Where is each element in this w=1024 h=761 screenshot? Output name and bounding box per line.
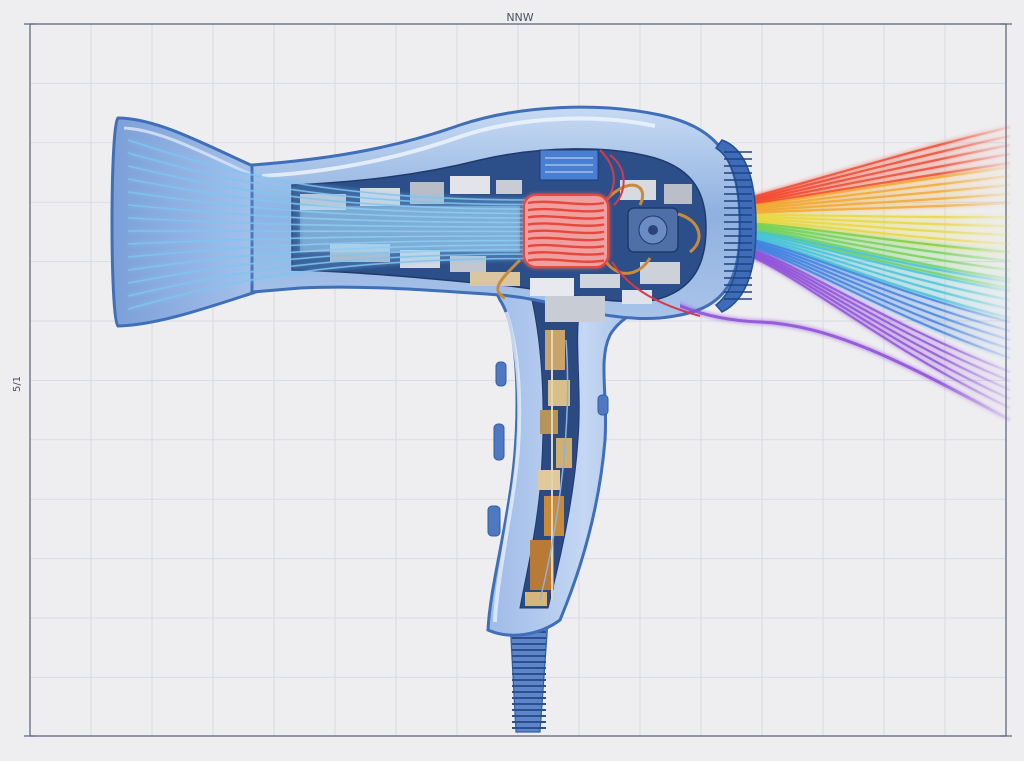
concentrator-nozzle <box>110 116 264 328</box>
intake-stream-line <box>127 139 531 201</box>
rear-air-intake-grille <box>714 139 757 313</box>
top-dimension-label: NNW <box>506 11 533 24</box>
heater-wires <box>599 149 701 317</box>
power-cord <box>509 619 549 733</box>
drawing-frame <box>24 23 1012 737</box>
heat-switch[interactable] <box>493 423 505 461</box>
heating-coil <box>523 194 609 268</box>
copper-wiring <box>496 183 652 300</box>
power-button[interactable] <box>487 505 501 537</box>
handle-wiring <box>525 330 572 606</box>
intake-stream-line <box>127 253 531 297</box>
handle-housing <box>477 258 692 637</box>
fan-motor <box>627 207 701 254</box>
cool-air-intake-stream <box>127 139 531 310</box>
intake-stream-line <box>127 257 531 310</box>
left-dimension-label: 5/1 <box>12 376 23 392</box>
speed-switch[interactable] <box>495 361 507 387</box>
intake-stream-line <box>127 152 531 206</box>
exhaust-purple-trail <box>619 270 1011 422</box>
cool-shot-button[interactable] <box>597 394 609 416</box>
